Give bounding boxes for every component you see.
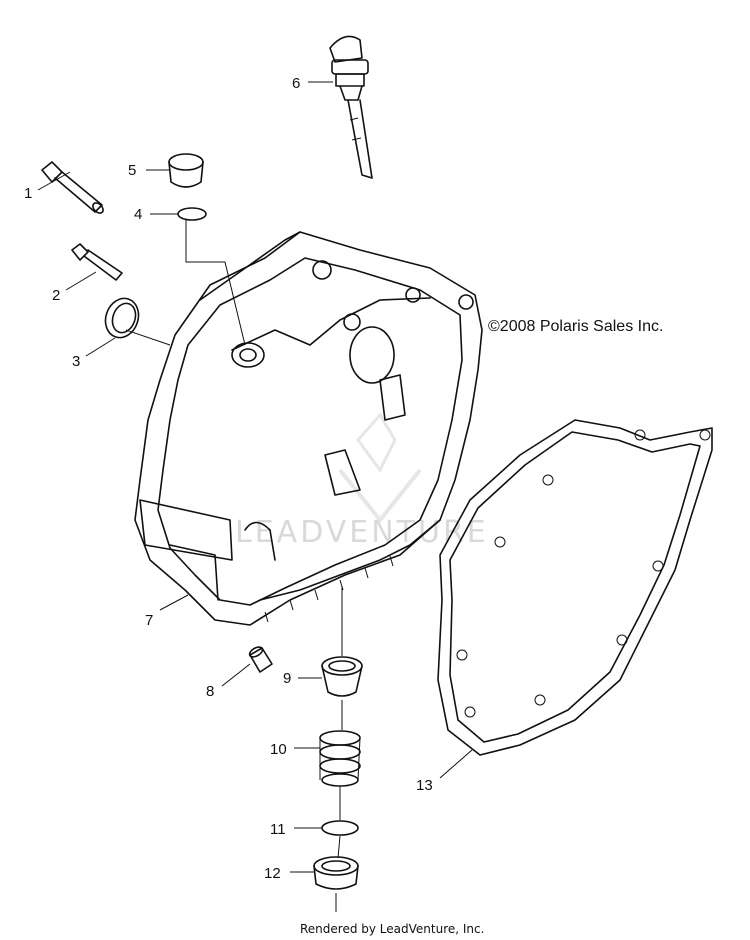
seal-ring-part-3 xyxy=(104,297,140,339)
dowel-pin-part-8 xyxy=(248,646,273,673)
callout-8: 8 xyxy=(206,683,214,700)
o-ring-part-11 xyxy=(321,820,359,836)
footer-text: Rendered by LeadVenture, Inc. xyxy=(300,922,484,936)
copyright-text: ©2008 Polaris Sales Inc. xyxy=(488,318,663,335)
plug-part xyxy=(168,153,204,188)
cap-part-12 xyxy=(313,856,359,890)
callout-1: 1 xyxy=(24,185,32,202)
cap-part-9 xyxy=(321,656,363,697)
spring-part-10 xyxy=(319,730,361,787)
bolt-part-2 xyxy=(71,243,123,281)
callout-5: 5 xyxy=(128,162,136,179)
callout-9: 9 xyxy=(283,670,291,687)
callout-11: 11 xyxy=(270,821,286,838)
callout-12: 12 xyxy=(264,865,281,882)
clutch-cover-part-7 xyxy=(134,231,483,626)
callout-3: 3 xyxy=(72,353,80,370)
callout-6: 6 xyxy=(292,75,300,92)
callout-4: 4 xyxy=(134,206,142,223)
dipstick-part xyxy=(329,35,373,179)
bolt-part-1 xyxy=(41,161,104,214)
callout-13: 13 xyxy=(416,777,433,794)
callout-7: 7 xyxy=(145,612,153,629)
leader-lines xyxy=(37,81,473,912)
watermark-text: LEADVENTURE xyxy=(235,515,489,550)
callout-10: 10 xyxy=(270,741,287,758)
gasket-part-13 xyxy=(437,419,713,756)
o-ring-part-4 xyxy=(177,207,207,221)
callout-2: 2 xyxy=(52,287,60,304)
watermark-logo xyxy=(338,412,422,524)
